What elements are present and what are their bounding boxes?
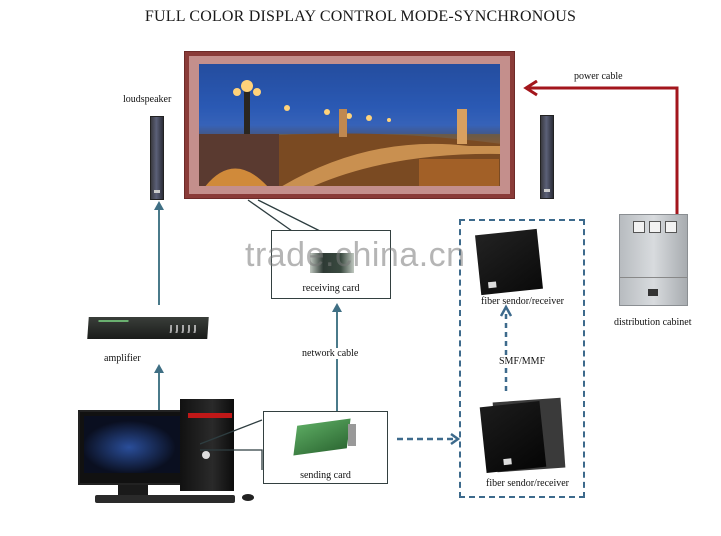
sending-card-box: sending card — [263, 411, 388, 484]
amplifier-label: amplifier — [104, 353, 141, 364]
sending-card-label: sending card — [300, 470, 351, 481]
power-cable-label: power cable — [574, 71, 623, 82]
arrow-up-icon — [154, 201, 164, 210]
sending-card-callout-pointer — [200, 419, 263, 470]
fiber-transceiver-group — [459, 219, 585, 498]
receiving-card-box: receiving card — [271, 230, 391, 299]
receiving-card-label: receiving card — [302, 283, 360, 294]
network-cable-line — [336, 312, 338, 412]
distribution-cabinet-label: distribution cabinet — [614, 317, 692, 328]
display-screen-image — [199, 64, 500, 186]
smf-mmf-link — [500, 304, 512, 392]
monitor-stand — [118, 485, 148, 495]
computer-tower-icon — [180, 399, 234, 491]
sending-card-icon — [293, 418, 351, 456]
fiber-transceiver-bottom-icon — [479, 401, 547, 473]
amplifier-to-speaker-line — [158, 210, 160, 305]
power-cable-arrow — [523, 80, 679, 215]
fiber-top-label: fiber sendor/receiver — [481, 296, 565, 307]
keyboard-icon — [95, 495, 235, 503]
diagram-title: FULL COLOR DISPLAY CONTROL MODE-SYNCHRON… — [144, 8, 577, 25]
bracket-icon — [348, 424, 356, 446]
meter-icon — [665, 221, 677, 233]
loudspeaker-right-icon — [540, 115, 554, 199]
fiber-bottom-label: fiber sendor/receiver — [486, 478, 570, 489]
arrow-up-icon — [332, 303, 342, 312]
mouse-icon — [242, 494, 254, 501]
meter-icon — [649, 221, 661, 233]
loudspeaker-left-icon — [150, 116, 164, 200]
network-cable-label: network cable — [300, 348, 361, 359]
receiving-card-callout-pointer — [247, 199, 321, 232]
distribution-cabinet-icon — [619, 214, 688, 306]
fiber-link-arrow — [397, 432, 461, 446]
arrow-up-icon — [154, 364, 164, 373]
meter-icon — [633, 221, 645, 233]
computer-to-amplifier-line — [158, 372, 160, 410]
smf-mmf-label: SMF/MMF — [497, 355, 548, 368]
loudspeaker-label: loudspeaker — [123, 94, 172, 105]
switch-icon — [648, 289, 658, 296]
led-display — [184, 51, 515, 199]
computer-monitor-icon — [78, 410, 190, 485]
receiving-card-icon — [310, 253, 354, 273]
fiber-transceiver-top-icon — [475, 228, 543, 296]
bridge-night-scene-icon — [199, 64, 500, 186]
amplifier-icon — [87, 317, 209, 339]
watermark: trade.china.cn — [245, 236, 466, 274]
